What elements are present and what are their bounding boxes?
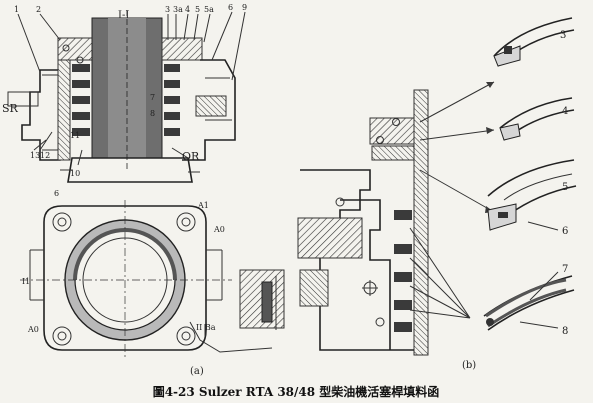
plan-label-a1: A1 xyxy=(197,201,209,210)
part-number-label: 10 xyxy=(70,169,80,178)
part-number-label: 2 xyxy=(36,5,41,14)
subfigure-label-b: (b) xyxy=(462,360,476,371)
detail-number-5: 5 xyxy=(562,182,568,193)
part-number-label: 12 xyxy=(40,151,50,160)
detail-number-4: 4 xyxy=(562,106,568,117)
subfigure-label-a: (a) xyxy=(190,366,204,377)
part-number-label: 9 xyxy=(242,3,247,12)
figure-caption: 圖4-23 Sulzer RTA 38/48 型柴油機活塞桿填料函 xyxy=(153,384,440,399)
plan-label-bolt: 6 xyxy=(54,189,59,198)
ring-detail-4 xyxy=(499,97,575,141)
part-number-label: 11 xyxy=(70,131,80,140)
detail-block xyxy=(239,269,285,330)
plan-label-a0-bottom: A0 xyxy=(27,325,39,334)
side-label-sr: SR xyxy=(2,102,19,115)
part-number-label: 8 xyxy=(150,109,155,118)
part-number-label: 7 xyxy=(150,93,155,102)
ring-detail-7-8 xyxy=(483,271,575,331)
part-number-label: 3 xyxy=(165,5,170,14)
part-number-label: 6 xyxy=(228,3,233,12)
section-view-a xyxy=(7,10,246,183)
ring-detail-5-6 xyxy=(487,159,577,231)
part-number-label: 5 xyxy=(195,5,200,14)
part-number-label: 5a xyxy=(204,5,214,14)
part-number-label: 1 xyxy=(14,5,19,14)
plan-label-ii-ba: II Ba xyxy=(196,323,216,332)
detail-number-6: 6 xyxy=(562,226,568,237)
plan-label-i1: I1 xyxy=(22,277,30,286)
ring-detail-3 xyxy=(493,17,575,67)
part-number-label: 13 xyxy=(30,151,40,160)
side-label-or: OR xyxy=(182,150,200,163)
section-view-b xyxy=(297,81,495,356)
part-number-label: 3a xyxy=(173,5,183,14)
detail-number-7: 7 xyxy=(562,264,568,275)
part-number-label: 4 xyxy=(185,5,190,14)
plan-label-a0-top: A0 xyxy=(213,225,225,234)
section-label: I-I xyxy=(118,10,129,21)
detail-number-8: 8 xyxy=(562,326,568,337)
plan-view-a xyxy=(20,200,273,360)
detail-number-3: 3 xyxy=(560,30,566,41)
